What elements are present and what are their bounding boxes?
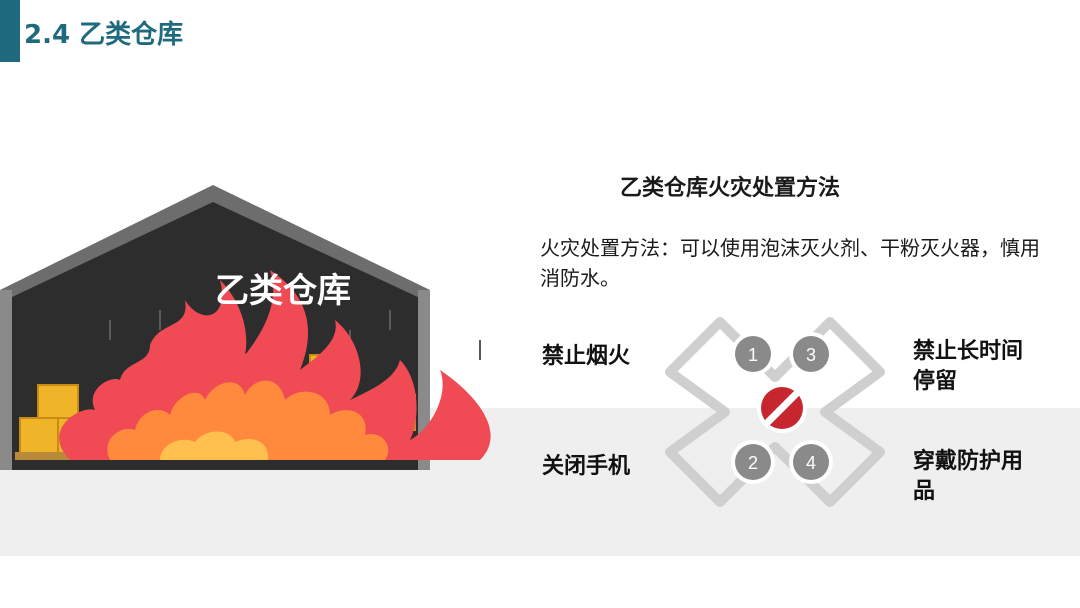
rule-label-2: 关闭手机 (542, 454, 631, 479)
section-title: 乙类仓库火灾处置方法 (620, 176, 841, 201)
rule-label-3: 禁止长时间停留 (913, 339, 1024, 394)
badge-1-number: 1 (748, 345, 758, 365)
badge-3: 3 (789, 332, 833, 376)
flame-inner (107, 380, 389, 460)
rule-label-1: 禁止烟火 (542, 344, 631, 369)
badge-2-number: 2 (748, 453, 758, 473)
badge-1: 1 (731, 332, 775, 376)
flame-outer (59, 270, 491, 460)
cross-outline (665, 317, 885, 507)
prohibited-icon (757, 383, 807, 433)
description-text: 火灾处置方法：可以使用泡沫灭火剂、干粉灭火器，慎用消防水。 (540, 236, 1040, 290)
warehouse-label: 乙类仓库 (215, 272, 351, 310)
badge-4: 4 (789, 440, 833, 484)
badge-4-number: 4 (806, 453, 816, 473)
rule-label-4: 穿戴防护用品 (913, 449, 1024, 504)
warehouse-fire-illustration: 乙类仓库 (0, 185, 491, 470)
page-title: 2.4 乙类仓库 (24, 20, 184, 50)
badge-3-number: 3 (806, 345, 816, 365)
badge-2: 2 (731, 440, 775, 484)
flame-core (160, 431, 269, 460)
header-accent-bar (0, 0, 20, 62)
rules-cross-diagram: 1 3 2 4 (665, 317, 885, 507)
